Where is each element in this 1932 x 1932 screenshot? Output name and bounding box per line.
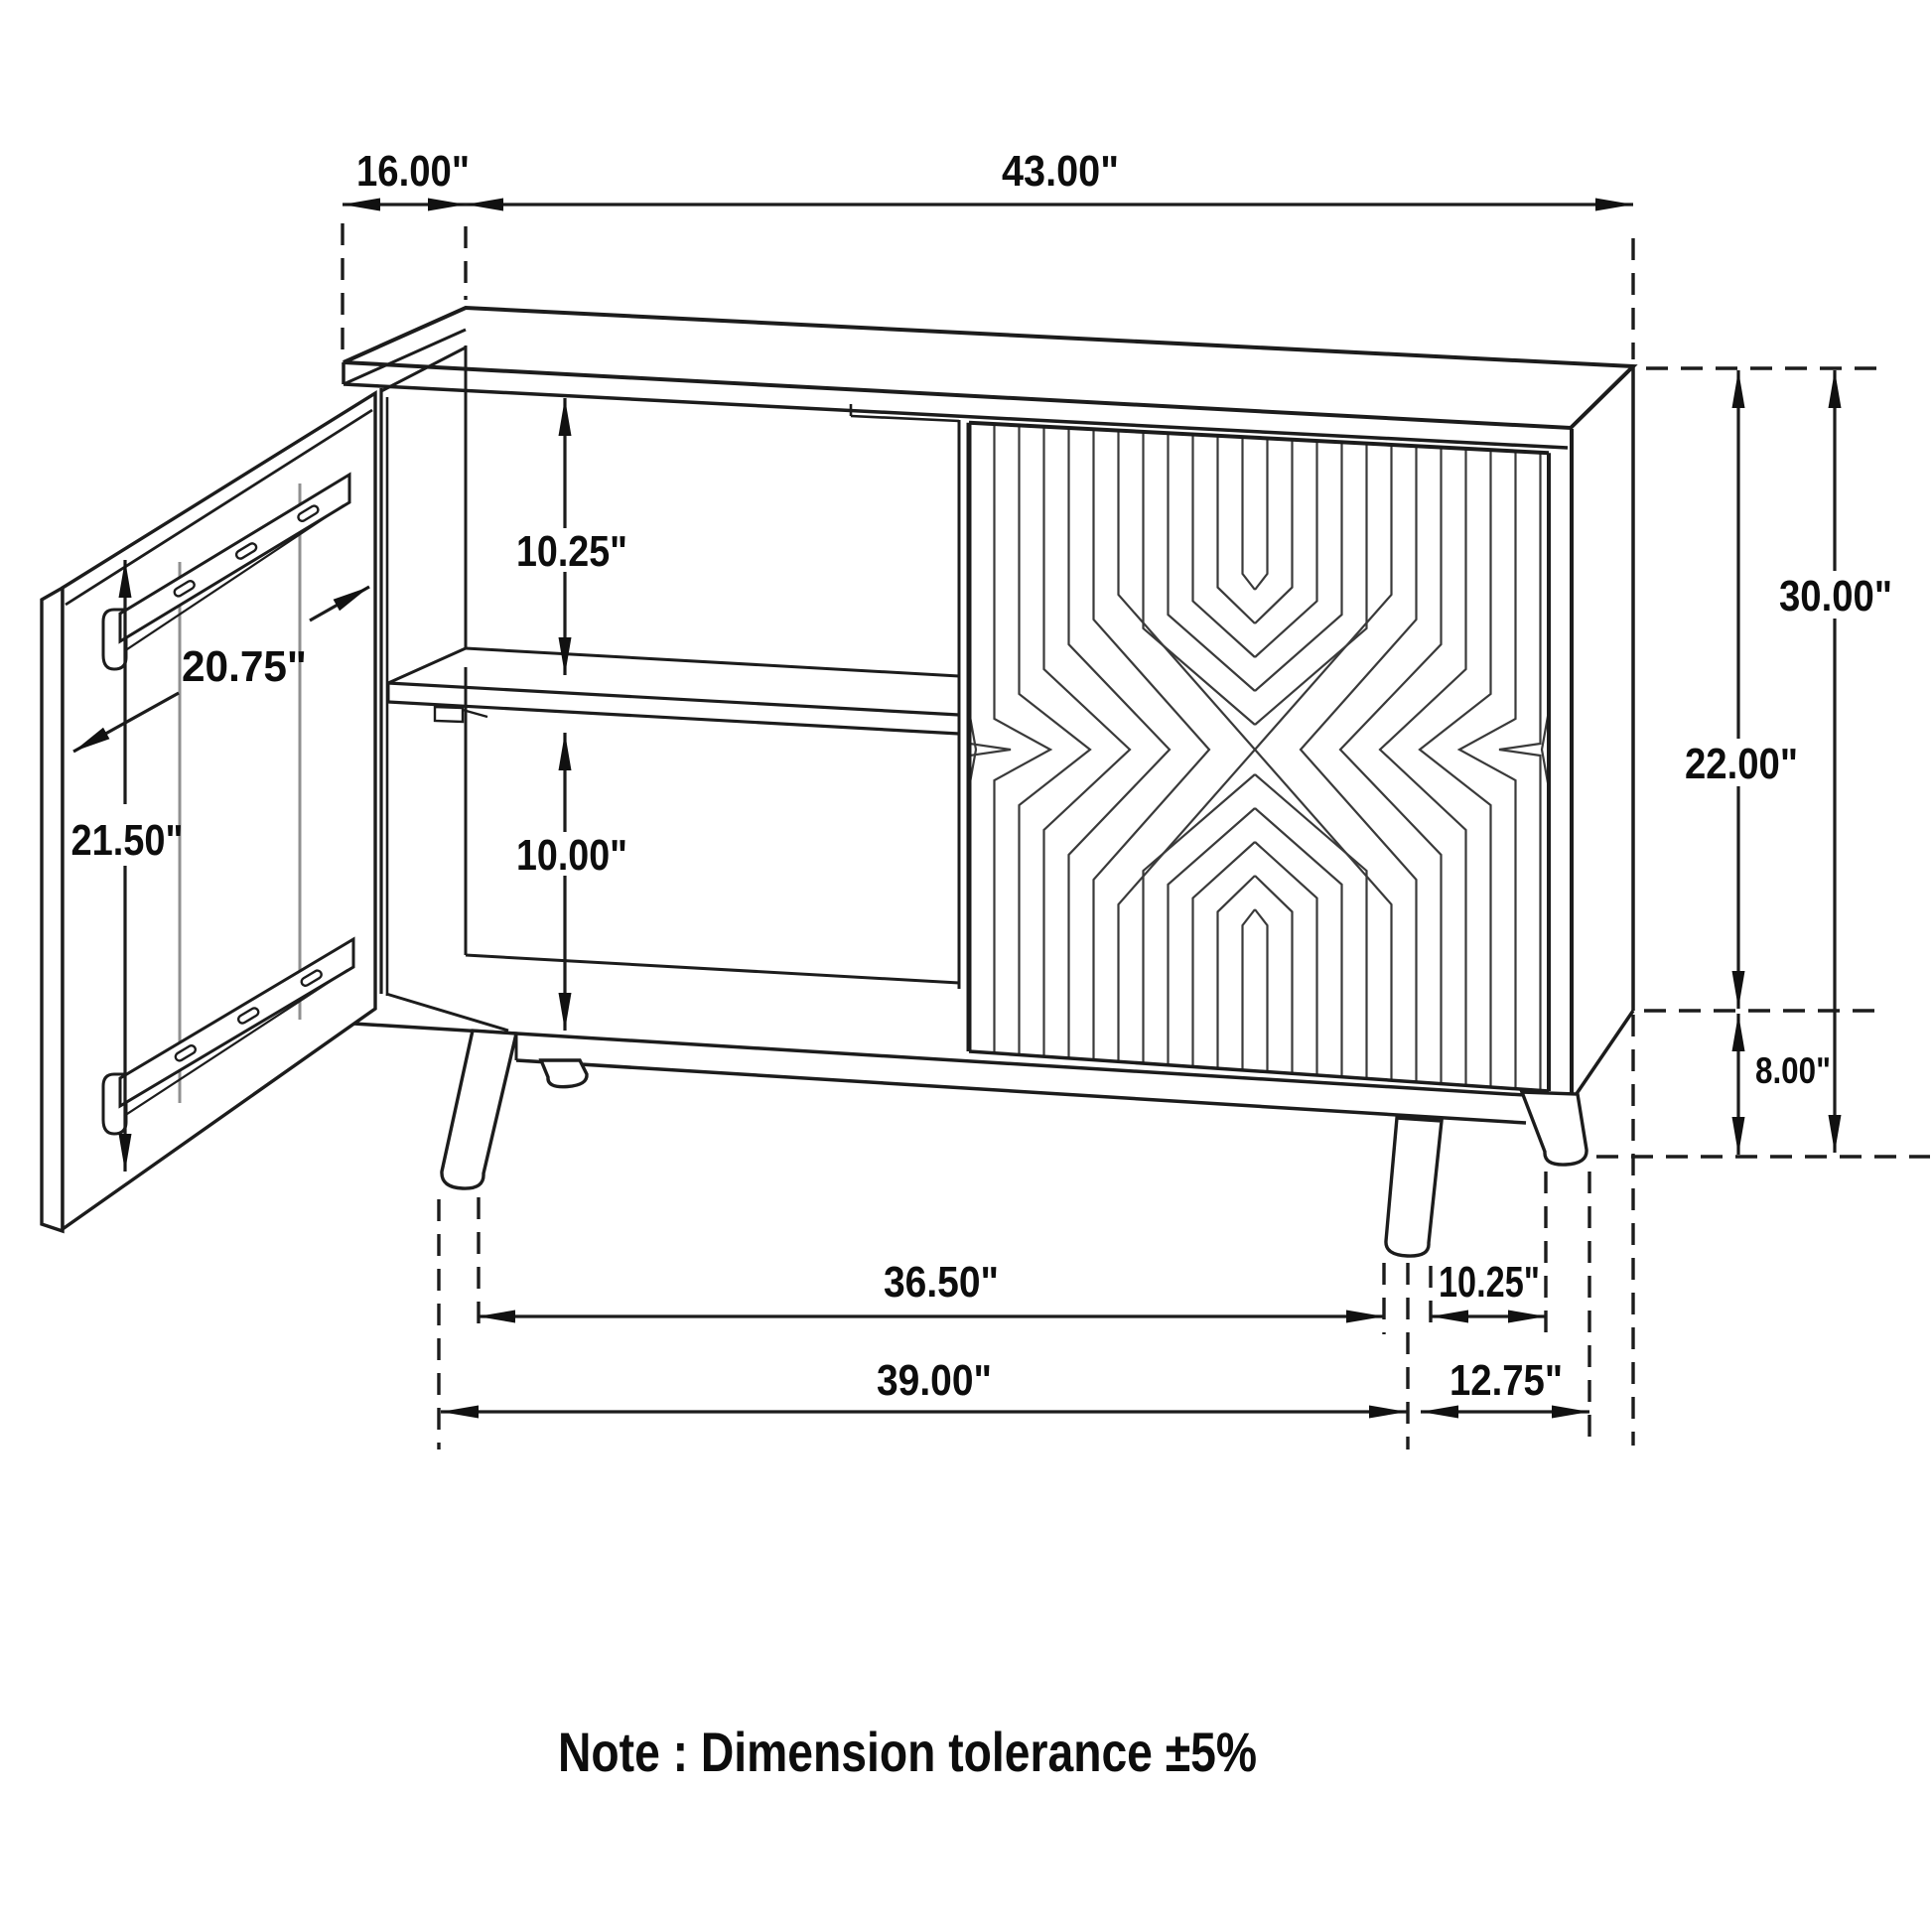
svg-text:10.00": 10.00" xyxy=(516,831,627,880)
svg-text:39.00": 39.00" xyxy=(877,1356,992,1405)
svg-text:22.00": 22.00" xyxy=(1685,740,1798,788)
svg-text:Note : Dimension tolerance ±5%: Note : Dimension tolerance ±5% xyxy=(558,1721,1257,1783)
svg-text:10.25": 10.25" xyxy=(1439,1258,1540,1307)
svg-text:16.00": 16.00" xyxy=(356,147,470,196)
svg-text:30.00": 30.00" xyxy=(1779,572,1892,621)
svg-text:8.00": 8.00" xyxy=(1755,1050,1831,1091)
svg-text:12.75": 12.75" xyxy=(1449,1356,1563,1405)
svg-text:10.25": 10.25" xyxy=(516,527,627,576)
svg-text:20.75": 20.75" xyxy=(182,642,307,691)
svg-text:43.00": 43.00" xyxy=(1002,147,1119,196)
svg-text:21.50": 21.50" xyxy=(71,816,184,865)
svg-text:36.50": 36.50" xyxy=(884,1258,999,1307)
